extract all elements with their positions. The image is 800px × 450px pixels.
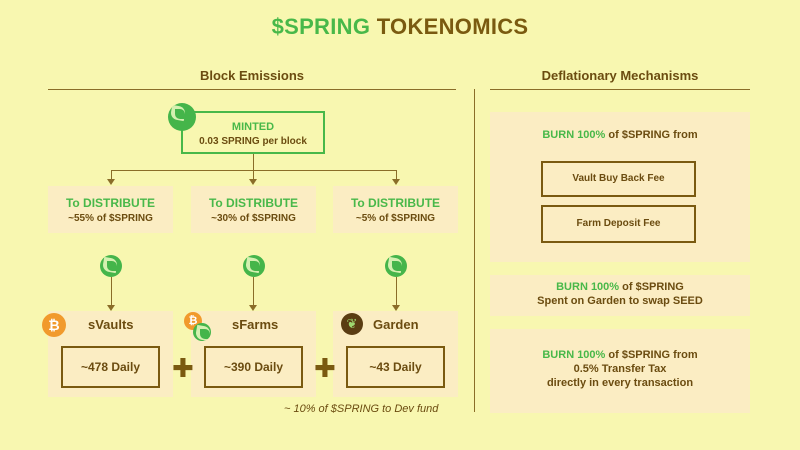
title-rest: TOKENOMICS [376,14,529,39]
page-title: $SPRING TOKENOMICS [0,14,800,40]
block-emissions-heading: Block Emissions [199,68,305,83]
burn-text: BURN 100% of $SPRING from [490,348,750,362]
plus-icon: ✚ [172,353,194,383]
burn-card-garden: BURN 100% of $SPRING Spent on Garden to … [490,275,750,316]
minted-rate: 0.03 SPRING per block [199,136,307,147]
spring-leaf-icon [243,255,265,277]
branch-left [111,170,112,180]
arrow-down [107,305,115,311]
deflationary-heading: Deflationary Mechanisms [541,68,699,83]
distribute-branch-line [111,170,397,171]
branch-mid [253,170,254,180]
pool-connector [396,277,397,308]
pool-daily: ~478 Daily [61,346,160,388]
burn-line2: Spent on Garden to swap SEED [537,295,703,307]
pool-name: Garden [373,317,419,332]
right-divider [490,89,750,90]
distribute-card-sfarms: To DISTRIBUTE ~30% of $SPRING [191,186,316,233]
burn-card-transfer-tax: BURN 100% of $SPRING from 0.5% Transfer … [490,329,750,413]
spring-leaf-icon [193,323,211,341]
pool-name: sVaults [88,317,134,332]
arrow-down [392,305,400,311]
burn-line3: directly in every transaction [546,377,694,389]
burn-rest: of $SPRING from [605,129,698,141]
spring-leaf-icon [168,103,196,131]
burn-text: BURN 100% of $SPRING [490,280,750,294]
bitcoin-icon: ₿ [42,313,66,337]
left-divider [48,89,456,90]
minted-connector [253,154,254,170]
pool-daily: ~390 Daily [204,346,303,388]
arrow-right [392,179,400,185]
pool-card-svaults: sVaults ~478 Daily [48,311,173,397]
plus-icon: ✚ [314,353,336,383]
distribute-card-svaults: To DISTRIBUTE ~55% of $SPRING [48,186,173,233]
column-divider [474,89,475,412]
seed-sprout-icon: ❦ [341,313,363,335]
spring-leaf-icon [385,255,407,277]
distribute-label: To DISTRIBUTE [208,196,299,210]
distribute-share: ~5% of $SPRING [355,213,436,224]
vault-buy-back-fee-box: Vault Buy Back Fee [541,161,696,197]
title-accent: $SPRING [271,14,371,39]
pool-connector [111,277,112,308]
distribute-share: ~55% of $SPRING [68,213,153,224]
burn-accent: BURN 100% [542,129,606,141]
burn-rest: of $SPRING [619,281,684,293]
distribute-label: To DISTRIBUTE [350,196,441,210]
pool-name: sFarms [232,317,279,332]
branch-right [396,170,397,180]
distribute-share: ~30% of $SPRING [211,213,296,224]
spring-leaf-icon [100,255,122,277]
pool-connector [253,277,254,308]
arrow-down [249,305,257,311]
pool-card-sfarms: sFarms ~390 Daily [191,311,316,397]
burn-text: BURN 100% of $SPRING from [490,128,750,142]
arrow-mid [249,179,257,185]
arrow-left [107,179,115,185]
burn-line2: 0.5% Transfer Tax [573,363,667,375]
minted-box: MINTED 0.03 SPRING per block [181,111,325,154]
burn-card-fees: BURN 100% of $SPRING from Vault Buy Back… [490,112,750,262]
minted-label: MINTED [231,121,275,133]
burn-rest: of $SPRING from [605,349,698,361]
burn-accent: BURN 100% [556,281,620,293]
farm-deposit-fee-box: Farm Deposit Fee [541,205,696,243]
dev-fund-note: ~ 10% of $SPRING to Dev fund [284,403,439,415]
distribute-label: To DISTRIBUTE [65,196,156,210]
distribute-card-garden: To DISTRIBUTE ~5% of $SPRING [333,186,458,233]
pool-daily: ~43 Daily [346,346,445,388]
burn-accent: BURN 100% [542,349,606,361]
